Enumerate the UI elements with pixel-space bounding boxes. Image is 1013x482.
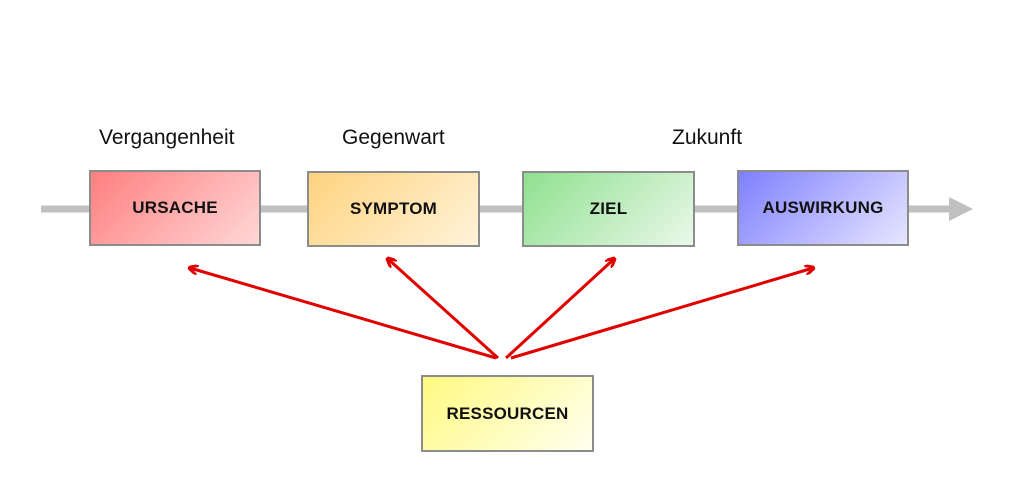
arrow-to-ziel xyxy=(504,259,614,360)
box-auswirkung: AUSWIRKUNG xyxy=(737,170,909,246)
box-ursache: URSACHE xyxy=(89,170,261,246)
label-gegenwart: Gegenwart xyxy=(342,126,445,149)
box-ursache-label: URSACHE xyxy=(132,198,218,217)
arrow-to-ursache xyxy=(190,268,497,360)
arrow-to-symptom xyxy=(388,259,500,360)
timeline-arrowhead xyxy=(949,197,973,221)
box-symptom-label: SYMPTOM xyxy=(349,199,438,218)
box-ressourcen: RESSOURCEN xyxy=(421,375,594,452)
box-symptom: SYMPTOM xyxy=(307,171,480,247)
label-zukunft: Zukunft xyxy=(672,126,743,149)
box-auswirkung-label: AUSWIRKUNG xyxy=(762,198,884,217)
box-ressourcen-label: RESSOURCEN xyxy=(446,403,569,423)
label-vergangenheit: Vergangenheit xyxy=(99,126,235,149)
box-ziel: ZIEL xyxy=(522,171,695,247)
box-ziel-label: ZIEL xyxy=(589,199,628,218)
arrow-to-auswirkung xyxy=(510,268,813,360)
